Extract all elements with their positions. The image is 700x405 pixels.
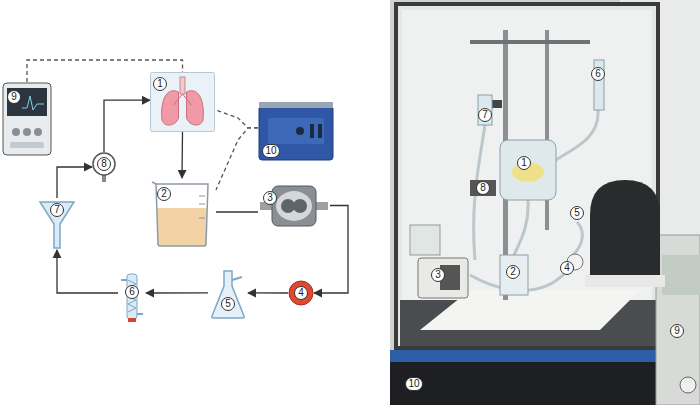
callout-number: 3	[431, 268, 445, 282]
gauge	[470, 180, 496, 196]
ventilator-gauge	[680, 377, 696, 393]
flow-arrow	[181, 132, 183, 178]
callout-number: 1	[153, 77, 167, 91]
flask	[212, 271, 245, 318]
ventilator-screen	[662, 255, 700, 295]
waveform	[22, 96, 44, 110]
flow-arrow	[104, 100, 150, 152]
callout-number: 7	[478, 108, 492, 122]
bath-body	[259, 106, 333, 160]
funnel	[478, 95, 492, 125]
bath-component: 10	[258, 100, 334, 162]
callout-number: 6	[125, 285, 139, 299]
callout-number: 9	[670, 324, 684, 338]
ventilator-body	[3, 83, 51, 155]
control-line	[215, 110, 258, 128]
filter-component: 4	[288, 280, 314, 306]
flow-arrow	[216, 211, 258, 212]
beaker	[152, 182, 208, 246]
filter-disc	[289, 281, 313, 305]
reservoir-component: 2	[148, 178, 216, 248]
heater-base	[585, 275, 665, 287]
component-icon	[208, 268, 248, 320]
bottle	[410, 225, 440, 255]
callout-number: 4	[560, 261, 574, 275]
flow-arrow	[57, 167, 92, 198]
bronchi	[174, 94, 192, 105]
callout-number: 6	[591, 67, 605, 81]
callout-number: 10	[262, 144, 279, 158]
ventilator-component: 9	[2, 82, 52, 156]
lung	[162, 91, 179, 125]
callout-number: 7	[50, 203, 64, 217]
callout-number: 2	[157, 187, 171, 201]
callout-number: 8	[476, 181, 490, 195]
callout-number: 3	[263, 191, 277, 205]
flask-component: 5	[208, 268, 248, 320]
pump-component: 3	[258, 178, 330, 233]
callout-number: 8	[97, 157, 111, 171]
lung-component: 1	[150, 72, 215, 132]
slider	[310, 124, 314, 138]
lobe	[293, 199, 307, 213]
callout-number: 1	[517, 156, 531, 170]
condenser-component: 6	[118, 272, 146, 322]
cap	[128, 318, 136, 322]
slider	[318, 124, 322, 138]
clamp-bar	[470, 40, 590, 44]
pump-chamber	[276, 191, 312, 221]
flow-arrow	[314, 206, 348, 294]
callout-number: 9	[7, 90, 21, 104]
callout-number: 5	[570, 206, 584, 220]
port	[316, 202, 328, 210]
callout-number: 4	[294, 286, 308, 300]
pump-body	[272, 186, 316, 226]
screen	[7, 88, 47, 116]
callout-number: 2	[506, 265, 520, 279]
ventilator-body	[656, 235, 700, 405]
bath-panel	[268, 118, 324, 144]
graduation	[199, 196, 205, 218]
liquid	[157, 208, 206, 246]
lung-chamber	[500, 140, 556, 200]
tubing	[470, 110, 598, 290]
flow-arrow	[57, 250, 118, 293]
side-arm	[232, 277, 242, 280]
funnel	[40, 202, 74, 248]
gauge-component: 8	[92, 152, 116, 182]
callout-number: 10	[405, 377, 422, 391]
panel	[10, 142, 44, 148]
lung	[187, 91, 204, 125]
lobe	[281, 199, 295, 213]
pump	[418, 258, 468, 298]
reservoir	[500, 255, 528, 295]
control-line	[216, 128, 258, 190]
cart	[390, 362, 660, 405]
lung-box	[151, 73, 215, 132]
trachea	[180, 77, 185, 94]
button	[34, 128, 42, 136]
callout-number: 5	[221, 297, 235, 311]
funnel-component: 7	[38, 198, 76, 250]
gauge-dial	[93, 153, 115, 175]
heater	[590, 180, 660, 275]
cart-rail	[390, 350, 660, 362]
bath-rim	[259, 102, 333, 108]
glass-enclosure	[396, 4, 658, 348]
photo-background	[390, 0, 700, 405]
button	[12, 128, 20, 136]
flow-arrow	[146, 292, 208, 293]
component-icon	[258, 178, 330, 233]
button	[23, 128, 31, 136]
knob	[296, 127, 304, 135]
flow-arrow	[248, 292, 288, 293]
